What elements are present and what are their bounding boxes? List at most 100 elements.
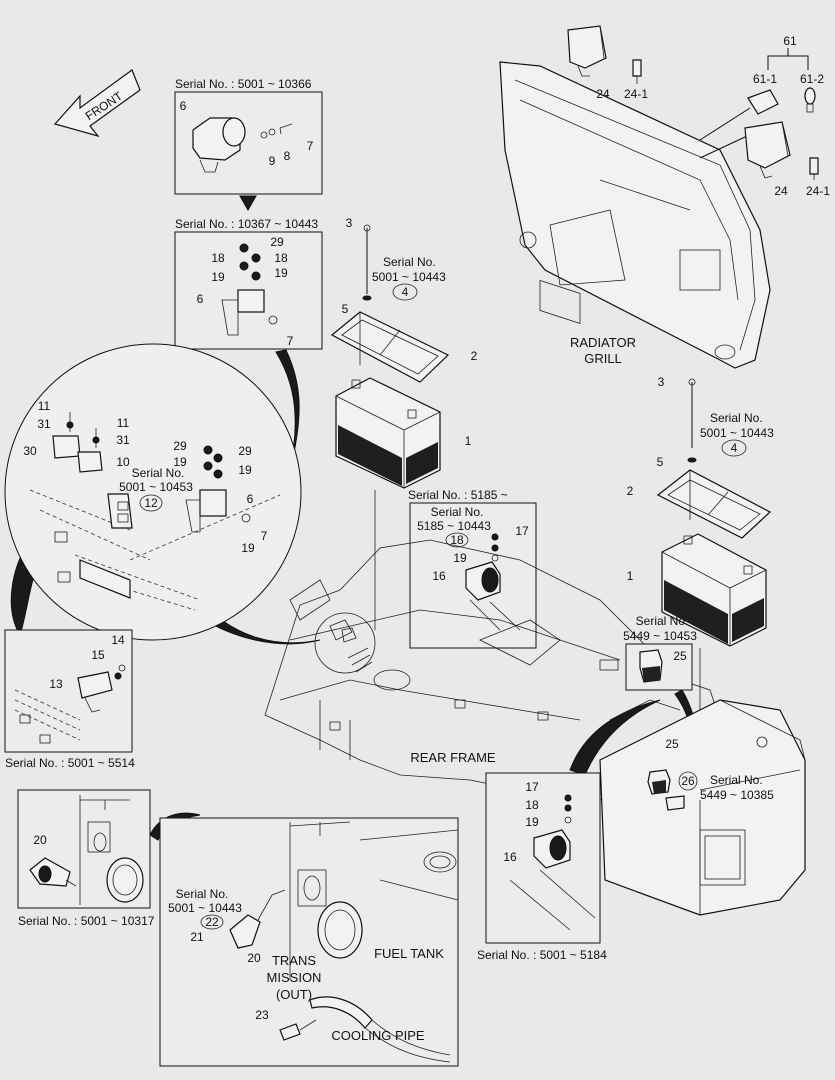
part-label-15: 15: [91, 648, 105, 662]
part-label-2-a: 2: [471, 349, 478, 363]
part-label-20-a: 20: [33, 833, 47, 847]
part-label-17-g: 17: [525, 780, 539, 794]
part-callout-18-a: [445, 532, 469, 548]
part-callout-12: [139, 494, 163, 512]
trans-label-1: TRANS: [272, 953, 316, 968]
serial-range-h: 5001 ~ 10443: [168, 901, 242, 915]
lamp-bulb-24-1-right: [809, 157, 819, 180]
part-label-22: 22: [205, 915, 219, 929]
relay-detail-circle: [4, 343, 302, 641]
part-label-19-d: 19: [453, 551, 467, 565]
radiator-grill-assembly: [499, 61, 771, 369]
part-label-26: 26: [681, 774, 695, 788]
serial-word-f: Serial No.: [710, 773, 763, 787]
radiator-grill-label-1: RADIATOR: [570, 335, 636, 350]
part-label-1-a: 1: [465, 434, 472, 448]
part-label-24-1-right: 24-1: [806, 184, 830, 198]
alarm-16-b: [509, 794, 596, 931]
serial-word-a: Serial No.: [383, 255, 436, 269]
work-lamp-right: [744, 121, 791, 179]
part-label-17-d: 17: [515, 524, 529, 538]
relay-6-mid: [221, 243, 278, 336]
part-callout-26: [678, 771, 698, 791]
relay-13: [14, 664, 126, 744]
part-label-9-a: 9: [269, 154, 276, 168]
rear-frame-label: REAR FRAME: [410, 750, 496, 765]
part-label-14: 14: [111, 633, 125, 647]
sensor-25-a: [639, 649, 663, 683]
part-label-7-a: 7: [307, 139, 314, 153]
part-label-5-a: 5: [342, 302, 349, 316]
part-label-6-a: 6: [180, 99, 187, 113]
alarm-16-a: [465, 533, 521, 631]
part-label-19-c3: 19: [241, 541, 255, 555]
part-label-18-b2: 18: [274, 251, 288, 265]
part-label-4-a: 4: [402, 285, 409, 299]
part-label-19-c1: 19: [173, 455, 187, 469]
callout-pointer-d: [569, 699, 661, 776]
part-label-25-f: 25: [665, 737, 679, 751]
part-label-7-c: 7: [261, 529, 268, 543]
serial-5001-5184-label: Serial No. : 5001 ~ 5184: [477, 948, 607, 962]
part-label-20-h: 20: [247, 951, 261, 965]
sensor-plate-26: [665, 795, 685, 811]
fuel-tank: [599, 699, 806, 916]
trans-label-2: MISSION: [267, 970, 322, 985]
part-callout-4-b: [721, 439, 747, 457]
part-label-18-b1: 18: [211, 251, 225, 265]
sensor-25-b: [647, 769, 671, 795]
relay-6-early: [192, 117, 293, 173]
battery-bolt-3-right: [687, 378, 697, 463]
part-label-61-2: 61-2: [800, 72, 824, 86]
part-label-29-b: 29: [270, 235, 284, 249]
battery-bolt-3-left: [362, 224, 372, 301]
part-label-3-b: 3: [658, 375, 665, 389]
serial-range-5001-10453: 5001 ~ 10453: [119, 480, 193, 494]
part-label-61-1: 61-1: [753, 72, 777, 86]
part-label-19-b2: 19: [274, 266, 288, 280]
part-label-6-b: 6: [197, 292, 204, 306]
part-label-8-a: 8: [284, 149, 291, 163]
sensor-20-early: [29, 795, 144, 905]
part-label-16-d: 16: [432, 569, 446, 583]
part-label-18-d: 18: [450, 533, 464, 547]
part-label-4-b: 4: [731, 441, 738, 455]
fuel-tank-label: FUEL TANK: [374, 946, 444, 961]
part-label-61: 61: [783, 34, 797, 48]
part-label-11-c1: 11: [38, 399, 51, 413]
part-label-21: 21: [190, 930, 204, 944]
part-label-1-b: 1: [627, 569, 634, 583]
part-label-29-c2: 29: [238, 444, 252, 458]
part-label-11-c2: 11: [117, 416, 130, 430]
serial-word-h: Serial No.: [176, 887, 229, 901]
work-lamp-top: [567, 25, 607, 77]
part-label-24-right: 24: [774, 184, 788, 198]
battery-holder-2-left: [330, 311, 450, 383]
serial-5001-10317-label: Serial No. : 5001 ~ 10317: [18, 914, 155, 928]
part-label-30: 30: [23, 444, 37, 458]
part-label-18-g: 18: [525, 798, 539, 812]
part-label-19-g: 19: [525, 815, 539, 829]
battery-1-left: [335, 377, 441, 489]
serial-5001-10366-label: Serial No. : 5001 ~ 10366: [175, 77, 312, 91]
radiator-grill-label-2: GRILL: [584, 351, 622, 366]
serial-5185-label: Serial No. : 5185 ~: [408, 488, 508, 502]
serial-word-d: Serial No.: [431, 505, 484, 519]
lamp-bulb-24-1-top: [632, 59, 642, 84]
serial-range-e: 5449 ~ 10453: [623, 629, 697, 643]
part-label-13: 13: [49, 677, 63, 691]
serial-range-b: 5001 ~ 10443: [700, 426, 774, 440]
part-label-2-b: 2: [627, 484, 634, 498]
part-label-24-top: 24: [596, 87, 610, 101]
part-callout-4-a: [392, 283, 418, 301]
part-label-23: 23: [255, 1008, 269, 1022]
front-arrow: FRONT: [53, 69, 141, 138]
trans-label-3: (OUT): [276, 987, 312, 1002]
serial-range-f: 5449 ~ 10385: [700, 788, 774, 802]
serial-range-d: 5185 ~ 10443: [417, 519, 491, 533]
part-label-25-e: 25: [673, 649, 687, 663]
cooling-pipe-label: COOLING PIPE: [331, 1028, 425, 1043]
detail-box-5185: [409, 502, 537, 649]
battery-1-right: [661, 533, 767, 647]
bracket-61: [767, 48, 809, 70]
